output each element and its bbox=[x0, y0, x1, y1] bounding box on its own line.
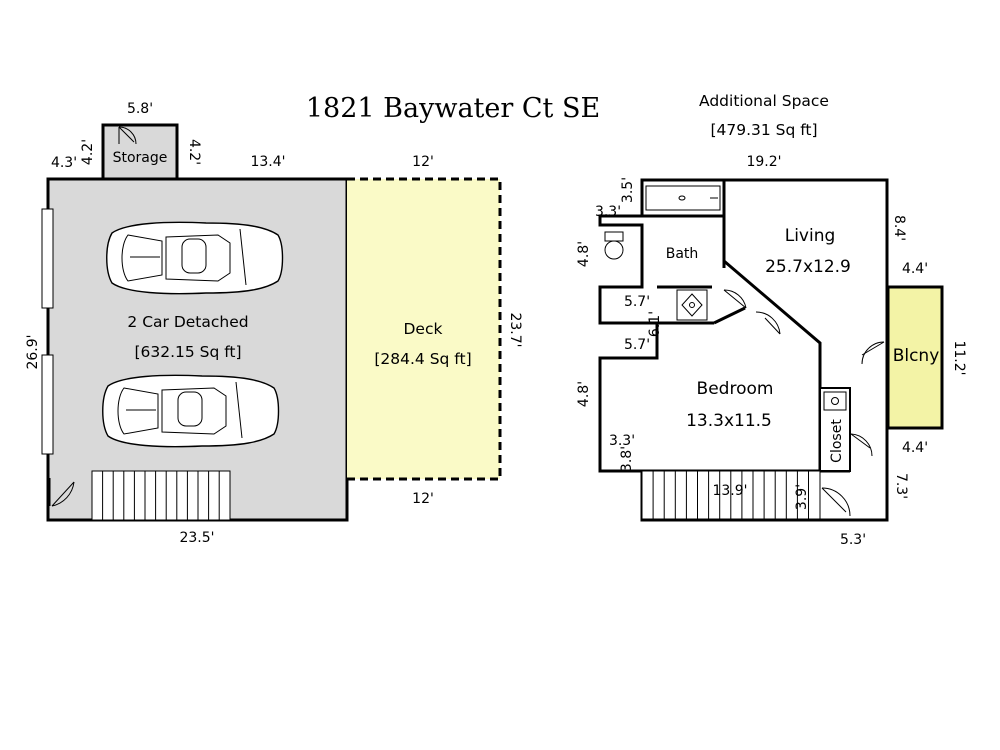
bedroom-label: Bedroom bbox=[697, 379, 774, 399]
dim-bedroom-lower-vert: 3.8' bbox=[619, 446, 635, 472]
dim-notch-top: 5.7' bbox=[624, 294, 650, 310]
sink-icon bbox=[676, 289, 708, 321]
dim-deck-top: 12' bbox=[412, 154, 434, 170]
deck-floor bbox=[347, 179, 500, 479]
dim-garage-top-left: 4.3' bbox=[51, 155, 77, 171]
dim-garage-bottom: 23.5' bbox=[179, 530, 214, 546]
storage-door-swing bbox=[118, 126, 137, 145]
closet bbox=[819, 387, 851, 472]
bath-vanity-icon bbox=[645, 185, 721, 211]
deck-area: [284.4 Sq ft] bbox=[374, 350, 471, 368]
deck: Deck [284.4 Sq ft] bbox=[347, 177, 502, 481]
dim-storage-right: 4.2' bbox=[186, 139, 202, 165]
dim-notch-bottom: 5.7' bbox=[624, 337, 650, 353]
garage-window-upper bbox=[41, 208, 54, 309]
dim-upper-top: 19.2' bbox=[746, 154, 781, 170]
upper-floor: Bath Living 25.7x12.9 Bedroom 13.3x11.5 … bbox=[598, 178, 944, 522]
additional-space-area: [479.31 Sq ft] bbox=[710, 121, 817, 139]
living-size: 25.7x12.9 bbox=[765, 257, 851, 277]
dim-bedroom-left: 4.8' bbox=[576, 381, 592, 407]
dim-bottom-right: 5.3' bbox=[840, 532, 866, 548]
garage: Storage 2 Car Detached [632.15 Sq ft] bbox=[41, 123, 349, 522]
car-lower bbox=[102, 374, 280, 448]
dim-bath-top-vert: 3.5' bbox=[620, 177, 636, 203]
dim-balcony-right: 11.2' bbox=[951, 340, 967, 375]
dim-notch-vert: 6.1' bbox=[647, 311, 663, 337]
balcony-floor bbox=[886, 285, 944, 430]
storage-room bbox=[101, 123, 179, 181]
garage-window-lower bbox=[41, 354, 54, 455]
stair-outline bbox=[91, 470, 231, 521]
toilet-icon bbox=[604, 231, 624, 260]
upper-stairs bbox=[641, 470, 821, 521]
garage-area: [632.15 Sq ft] bbox=[134, 343, 241, 361]
bedroom-size: 13.3x11.5 bbox=[686, 411, 772, 431]
dim-living-right: 8.4' bbox=[891, 215, 907, 241]
living-label: Living bbox=[785, 226, 836, 246]
dim-deck-bottom: 12' bbox=[412, 491, 434, 507]
car-upper bbox=[106, 221, 284, 295]
closet-label: Closet bbox=[829, 419, 845, 463]
deck-label: Deck bbox=[404, 320, 443, 338]
dim-storage-left: 4.2' bbox=[80, 139, 96, 165]
dim-storage-top: 5.8' bbox=[127, 101, 153, 117]
dim-garage-left: 26.9' bbox=[25, 334, 41, 369]
dim-bath-top-horiz: 3.3' bbox=[595, 204, 621, 220]
storage-label: Storage bbox=[113, 150, 168, 166]
dim-balcony-top: 4.4' bbox=[902, 261, 928, 277]
dim-stair-vert: 3.9' bbox=[794, 484, 810, 510]
dim-lower-right: 7.3' bbox=[893, 473, 909, 499]
dim-balcony-bottom: 4.4' bbox=[902, 440, 928, 456]
plan-title: 1821 Baywater Ct SE bbox=[306, 93, 600, 124]
dim-garage-top-right: 13.4' bbox=[250, 154, 285, 170]
dim-deck-right: 23.7' bbox=[507, 312, 523, 347]
dim-stair-width: 13.9' bbox=[712, 483, 747, 499]
garage-stairs bbox=[91, 470, 231, 521]
garage-door-swing bbox=[49, 478, 75, 507]
dim-bedroom-lower-horiz: 3.3' bbox=[609, 433, 635, 449]
additional-space-heading: Additional Space bbox=[699, 92, 829, 110]
garage-label: 2 Car Detached bbox=[127, 313, 248, 331]
balcony-label: Blcny bbox=[893, 346, 940, 366]
bath-label: Bath bbox=[666, 246, 699, 262]
dim-bath-left: 4.8' bbox=[576, 241, 592, 267]
